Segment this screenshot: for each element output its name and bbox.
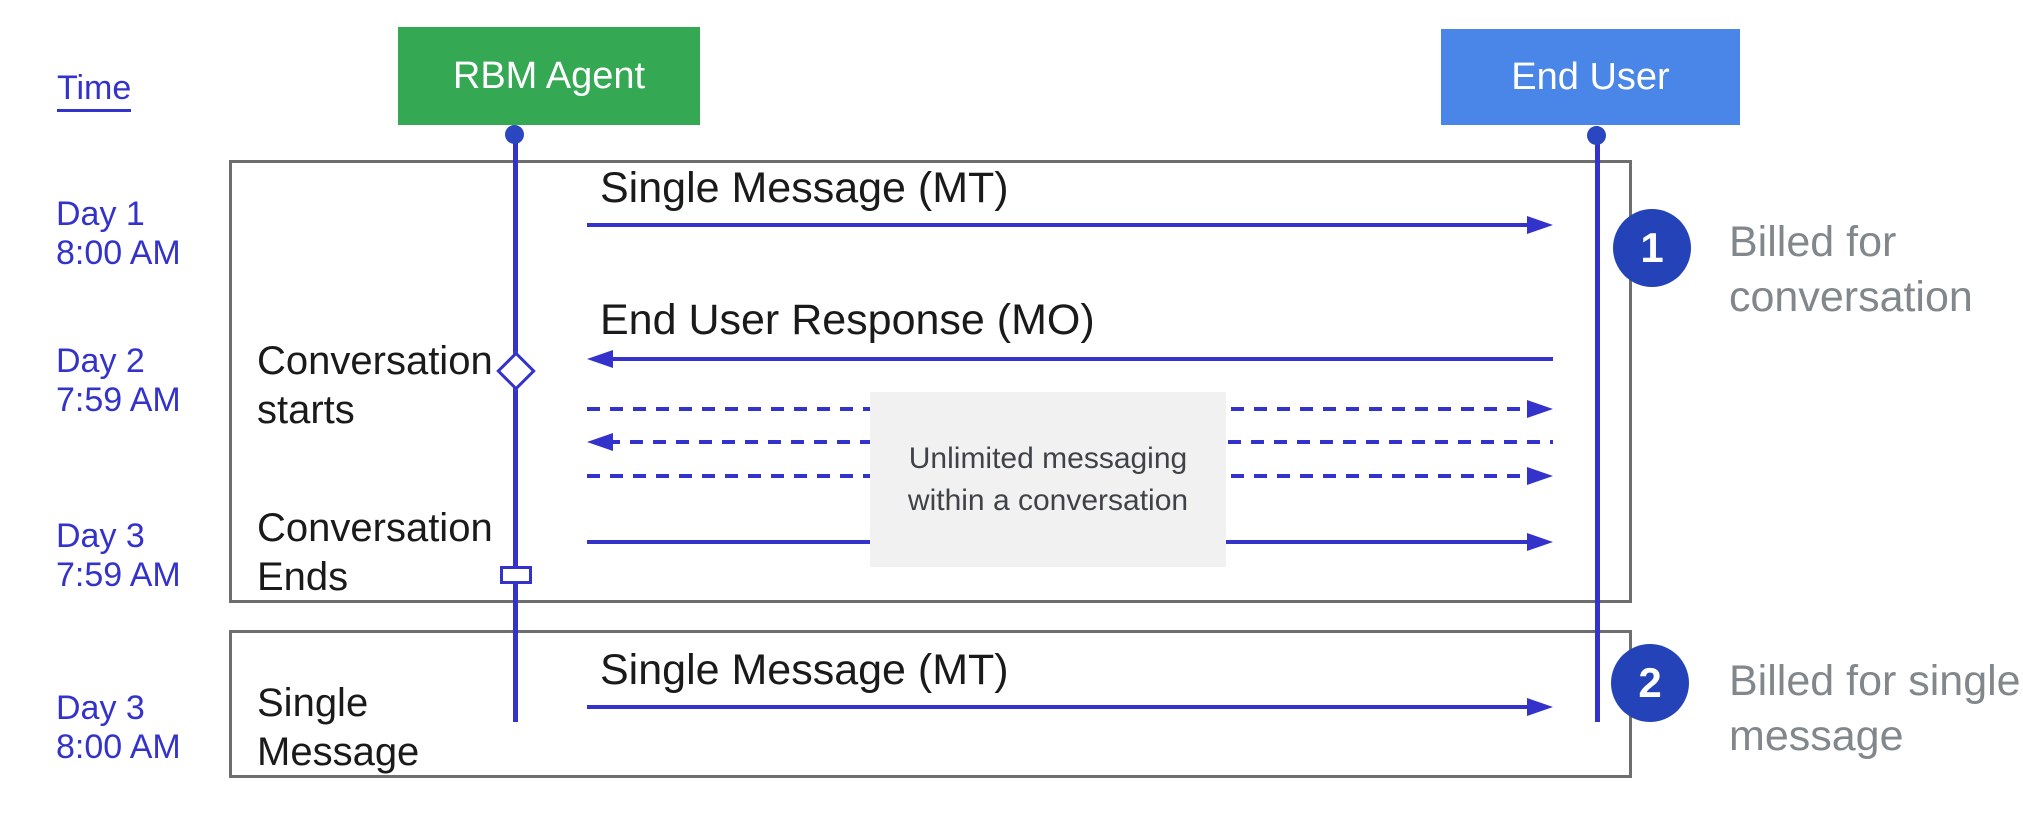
conversation-end-square-icon	[500, 566, 532, 584]
end-user-lifeline-dot-icon	[1587, 126, 1606, 145]
conversation-starts-label: Conversation starts	[257, 339, 493, 432]
message-label-single-message-mt-2: Single Message (MT)	[600, 646, 1009, 694]
single-message-label: Single Message	[257, 681, 420, 774]
time-label-time: 8:00 AM	[56, 234, 181, 272]
billing-note-line: message	[1729, 712, 1904, 760]
time-label-time: 8:00 AM	[56, 728, 181, 766]
time-axis-label: Time	[57, 70, 132, 112]
rbm-agent-lifeline	[513, 134, 518, 722]
conversation-billing-frame	[229, 160, 1632, 603]
conversation-ends-label: Conversation Ends	[257, 506, 493, 599]
actor-rbm-agent: RBM Agent	[398, 27, 700, 125]
billed-for-conversation-note: Billed for conversation	[1729, 215, 1973, 325]
end-user-lifeline	[1595, 135, 1600, 722]
rbm-agent-lifeline-dot-icon	[505, 125, 524, 144]
arrow-single-message-mt-2-icon	[587, 697, 1553, 717]
unlimited-messaging-note-text: Unlimited messaging within a conversatio…	[907, 441, 1189, 517]
billing-badge-1-number: 1	[1640, 224, 1664, 271]
billing-badge-1: 1	[1613, 209, 1691, 287]
arrow-single-message-mt-icon	[587, 215, 1553, 235]
billing-note-line: conversation	[1729, 273, 1973, 321]
billed-for-single-message-note: Billed for single message	[1729, 654, 2021, 764]
billing-badge-2: 2	[1611, 644, 1689, 722]
time-label-day: Day 3	[56, 517, 145, 555]
time-label-day1: Day 1 8:00 AM	[56, 195, 181, 273]
billing-badge-2-number: 2	[1638, 659, 1662, 706]
actor-end-user: End User	[1441, 29, 1740, 125]
time-label-day3-759: Day 3 7:59 AM	[56, 517, 181, 595]
time-label-day2: Day 2 7:59 AM	[56, 342, 181, 420]
time-label-day: Day 1	[56, 195, 145, 233]
time-label-time: 7:59 AM	[56, 381, 181, 419]
message-label-end-user-response-mo: End User Response (MO)	[600, 296, 1095, 344]
billing-note-line: Billed for	[1729, 218, 1897, 266]
actor-rbm-agent-label: RBM Agent	[452, 54, 646, 97]
arrow-end-user-response-mo-icon	[587, 349, 1553, 369]
time-label-time: 7:59 AM	[56, 556, 181, 594]
unlimited-messaging-note: Unlimited messaging within a conversatio…	[870, 392, 1226, 567]
time-label-day3-800: Day 3 8:00 AM	[56, 689, 181, 767]
time-label-day: Day 3	[56, 689, 145, 727]
actor-end-user-label: End User	[1511, 55, 1670, 98]
billing-note-line: Billed for single	[1729, 657, 2021, 705]
time-label-day: Day 2	[56, 342, 145, 380]
message-label-single-message-mt: Single Message (MT)	[600, 164, 1009, 212]
